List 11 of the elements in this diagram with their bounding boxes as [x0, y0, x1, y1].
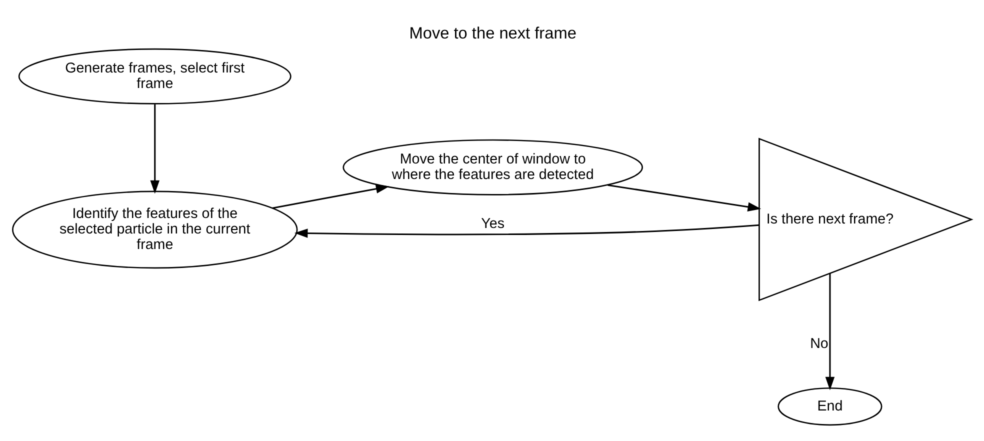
arrow	[608, 184, 762, 212]
arrow	[294, 224, 760, 238]
label: Move to the next frame	[409, 24, 576, 42]
arrow	[150, 104, 160, 194]
arrow	[272, 184, 390, 209]
arrow	[825, 274, 835, 390]
node-ellipse: Identify the features of the selected particle in the current frame	[12, 190, 298, 269]
node-ellipse: Generate frames, select first frame	[18, 48, 292, 104]
node-ellipse: End	[778, 387, 882, 426]
edge-label: No	[810, 336, 828, 352]
edge-label: Yes	[481, 216, 505, 232]
